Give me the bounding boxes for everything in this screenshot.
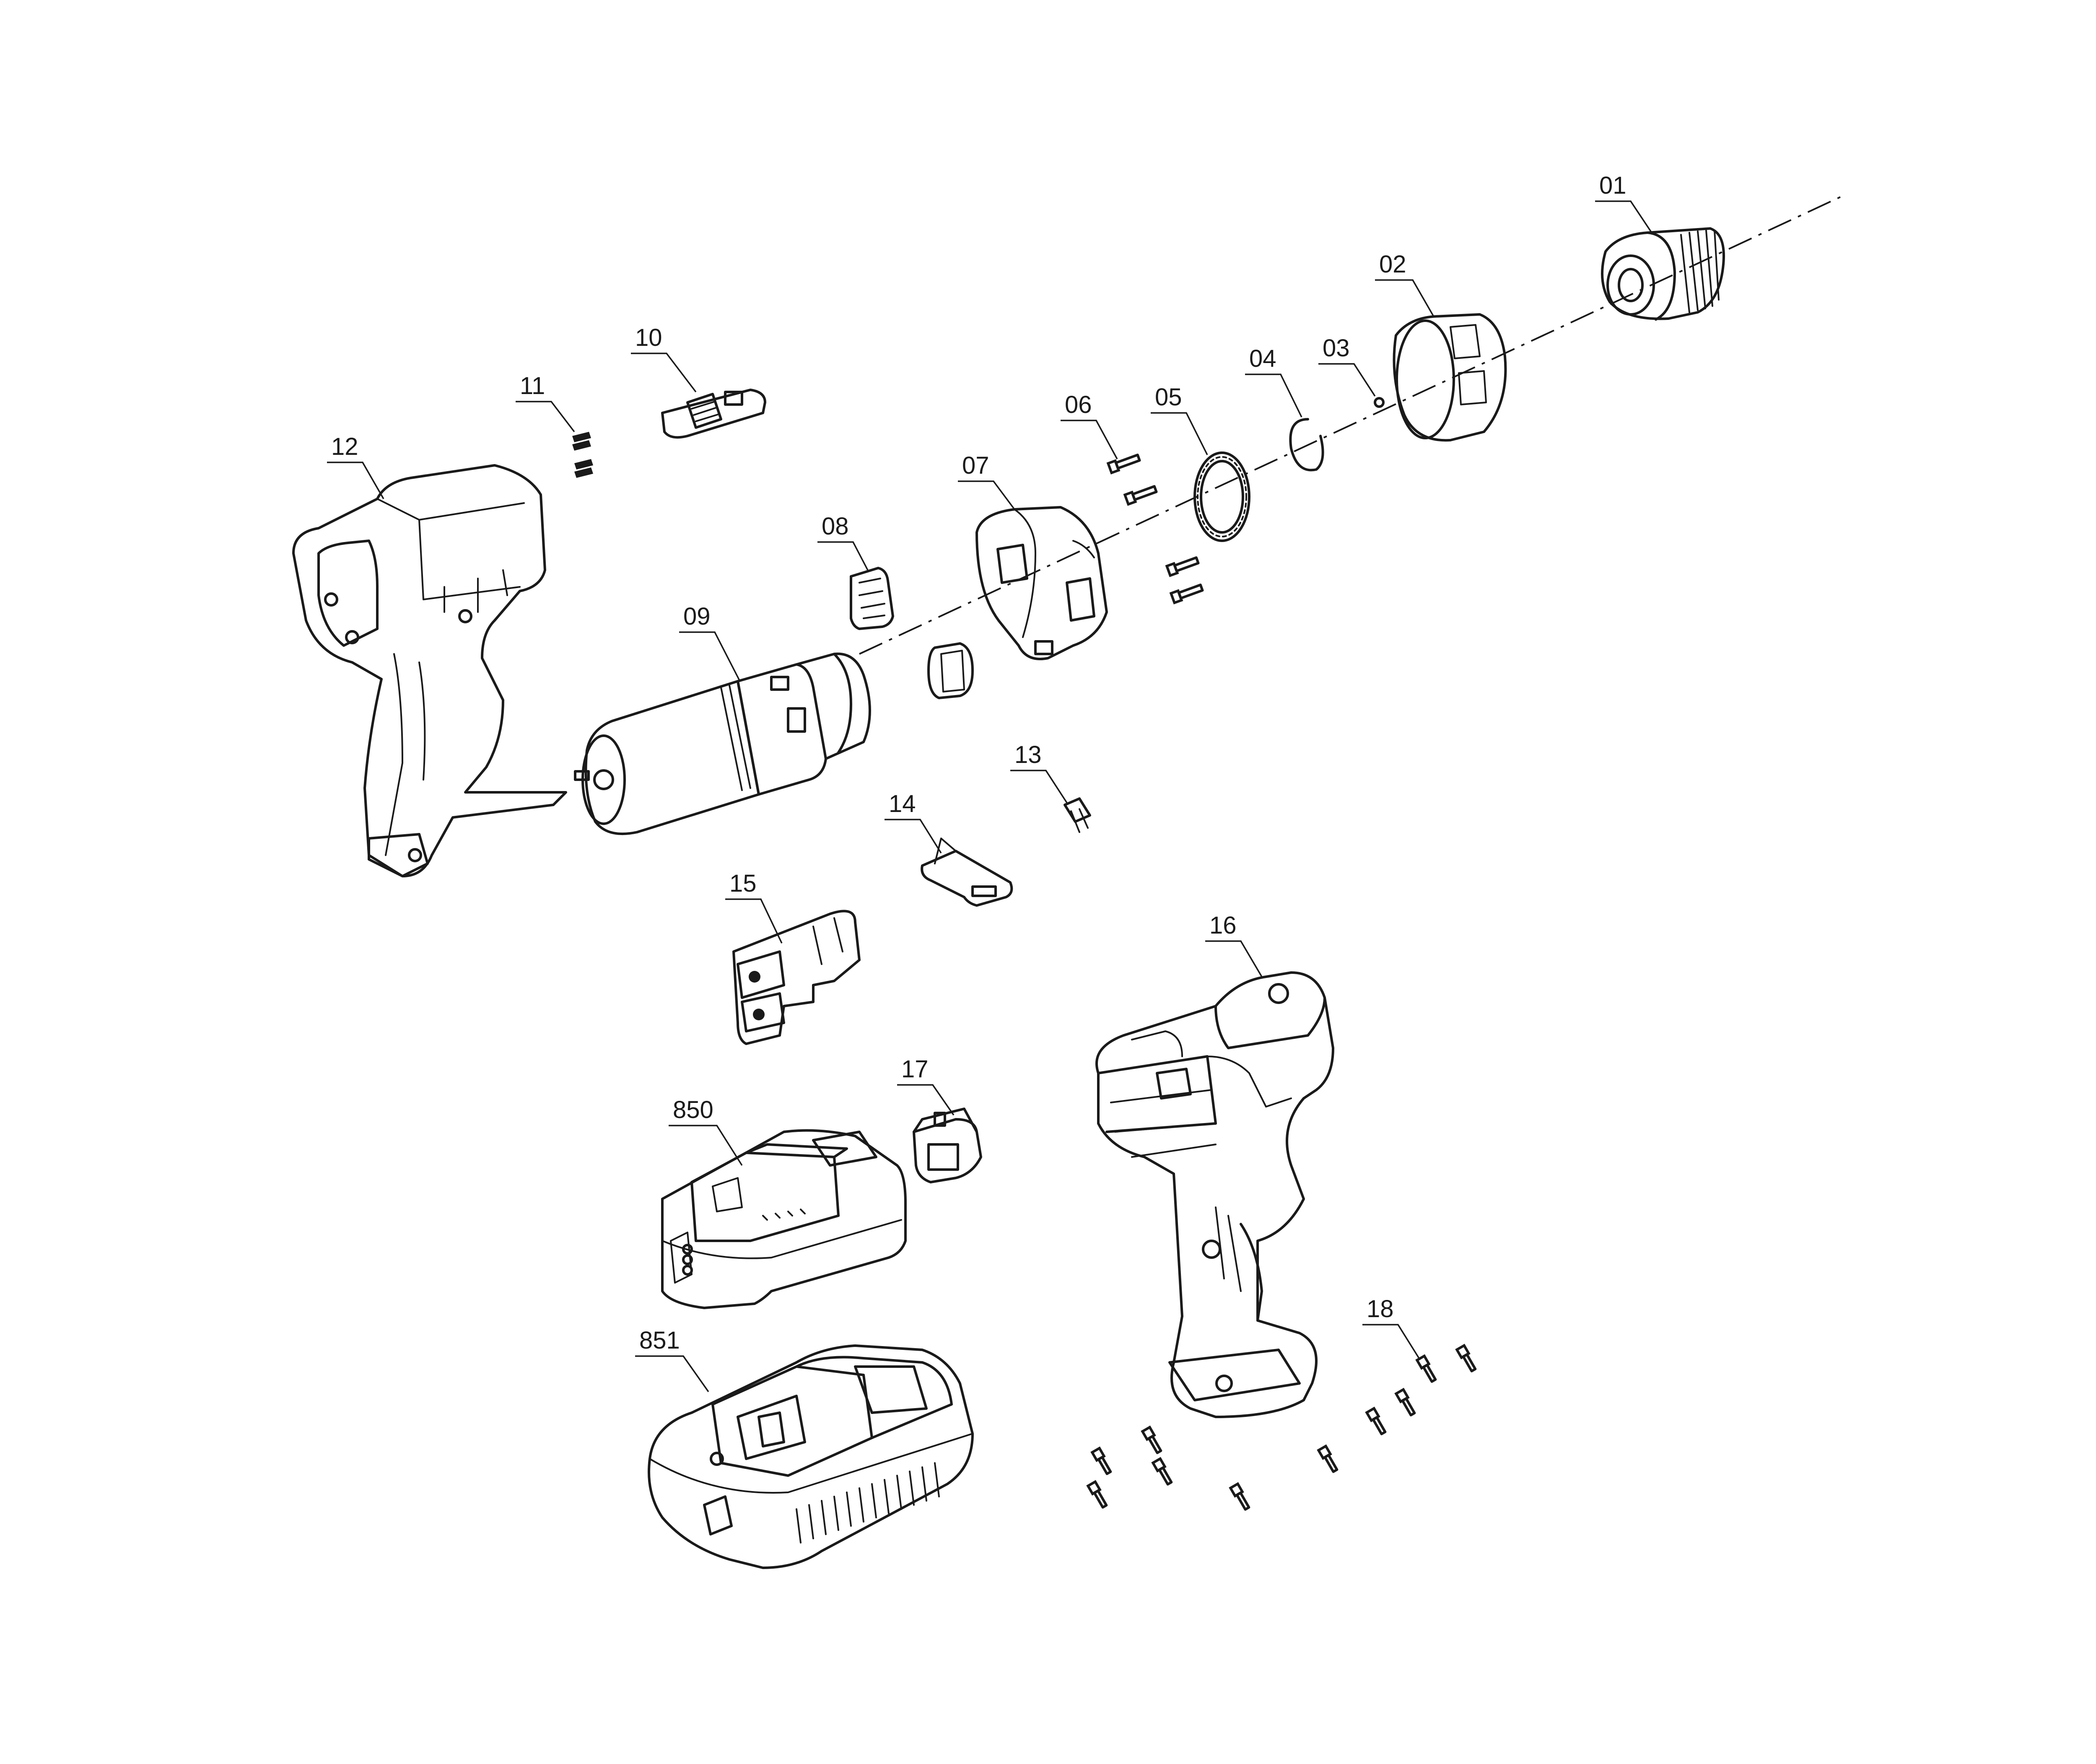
part-17-adapter[interactable] [913,1108,982,1183]
part-05-ratchet-disc[interactable] [1193,451,1250,542]
part-02-clutch-ring[interactable] [1393,313,1507,442]
part-851-label: 851 [639,1327,680,1354]
part-14-label: 14 [889,790,916,817]
part-12-housing-shell[interactable] [292,464,567,877]
part-850-label: 850 [673,1096,713,1123]
part-10-label: 10 [635,324,662,351]
part-05-leader [1151,412,1208,455]
part-18-leader [1362,1324,1420,1359]
part-08-leader [817,541,869,571]
part-14-bracket[interactable] [921,838,1013,907]
part-10-direction-switch[interactable] [661,389,766,439]
part-04-leader [1245,374,1302,418]
part-04-circlip[interactable] [1289,418,1324,472]
gear-ring[interactable] [927,642,974,699]
part-04-label: 04 [1249,345,1276,372]
part-03-ball[interactable] [1374,397,1385,408]
part-13-label: 13 [1014,741,1042,768]
part-01-chuck[interactable] [1601,227,1725,321]
part-02-label: 02 [1379,251,1406,278]
part-851-charger[interactable] [648,1344,974,1569]
part-17-leader [897,1084,955,1115]
part-18-housing-screws[interactable] [1086,1344,1477,1511]
part-12-label: 12 [331,433,358,460]
part-14-leader [885,819,942,853]
part-09-leader [679,631,741,682]
part-15-label: 15 [729,870,757,897]
part-05-label: 05 [1155,384,1182,411]
part-07-gearbox-housing[interactable] [975,506,1108,660]
part-16-leader [1205,940,1263,977]
part-15-trigger-switch[interactable] [732,910,861,1045]
assembly-axis [859,196,1841,655]
part-11-springs[interactable] [572,432,593,478]
part-06-screws[interactable] [1106,453,1204,604]
part-01-leader [1595,200,1652,233]
part-07-label: 07 [962,452,989,479]
part-851-leader [635,1355,709,1393]
part-16-label: 16 [1209,912,1237,939]
part-08-label: 08 [822,513,849,540]
part-850-battery-pack[interactable] [661,1129,907,1309]
part-01-label: 01 [1599,172,1626,199]
part-11-leader [516,401,575,433]
part-16-drill-assembly[interactable] [1095,971,1334,1418]
part-17-label: 17 [901,1056,929,1083]
part-03-label: 03 [1323,335,1350,362]
part-09-label: 09 [683,603,711,630]
part-12-leader [327,462,384,499]
part-10-leader [631,353,697,393]
part-07-leader [958,480,1015,510]
part-850-leader [669,1125,743,1166]
part-08-gear-plate[interactable] [850,567,894,630]
part-03-leader [1318,363,1376,397]
part-18-label: 18 [1367,1295,1394,1323]
part-09-motor[interactable] [574,652,871,835]
part-13-leader [1010,770,1068,803]
part-06-leader [1061,420,1118,459]
part-15-leader [725,898,783,944]
part-13-clip[interactable] [1064,797,1091,833]
part-06-label: 06 [1065,391,1092,418]
part-11-label: 11 [520,372,545,399]
part-02-leader [1375,279,1435,317]
